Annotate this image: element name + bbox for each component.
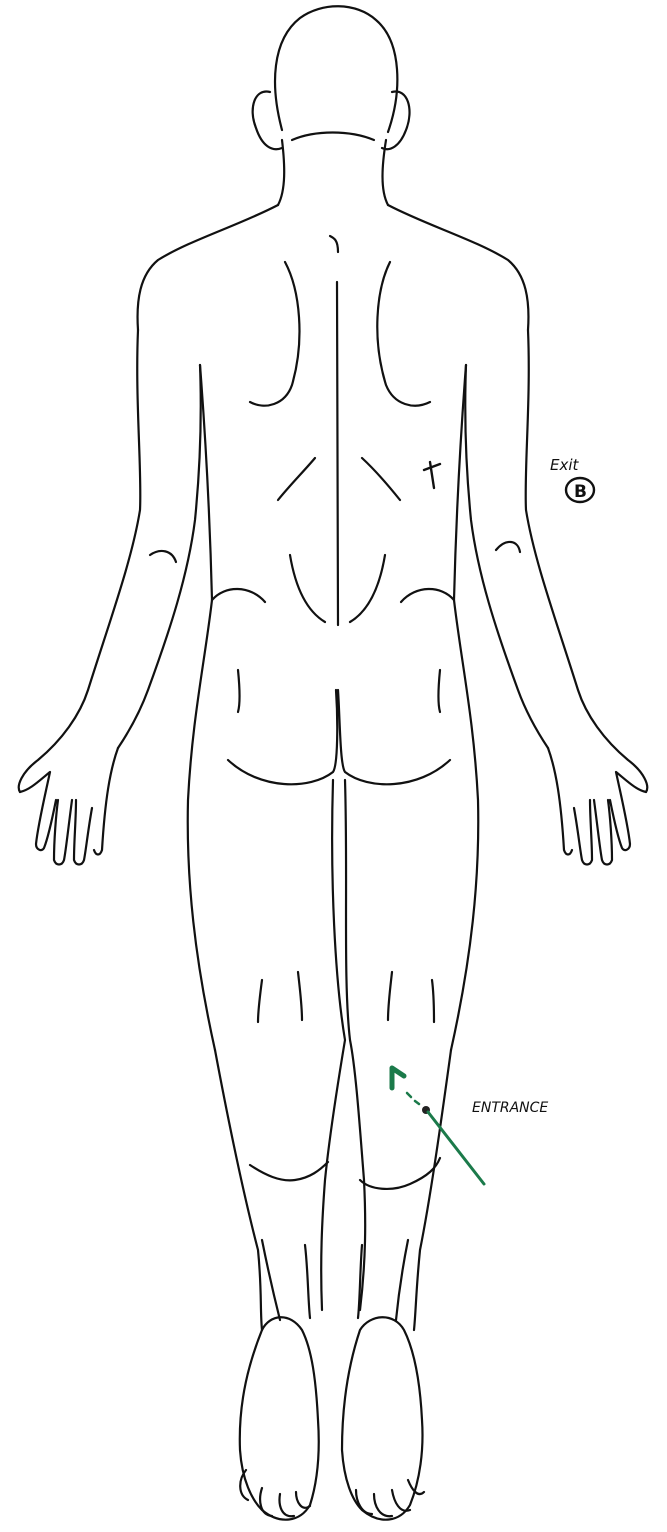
right-leg-inner (345, 780, 365, 1310)
left-scapula (250, 262, 299, 406)
right-shoulder (388, 205, 528, 330)
left-knee-mark-1 (258, 980, 262, 1022)
right-scapula (377, 262, 430, 406)
left-leg-outer (215, 1050, 262, 1330)
torso-left-side (188, 365, 215, 1050)
left-hand (20, 748, 118, 865)
right-arm-outer (526, 330, 648, 792)
left-foot (240, 1317, 319, 1519)
left-lat-line (278, 458, 315, 500)
right-knee-mark-2 (432, 980, 434, 1022)
right-lat-line (362, 458, 400, 500)
head-outline (275, 6, 397, 132)
left-ear (253, 91, 282, 149)
left-hip-mark (238, 670, 240, 712)
torso-right-side (451, 365, 478, 1050)
exit-label: Exit (550, 456, 580, 474)
right-hand (548, 748, 646, 865)
entrance-label: ENTRANCE (472, 1100, 548, 1116)
right-knee-mark-1 (388, 972, 392, 1020)
neck-vertebra-mark (330, 236, 338, 252)
right-leg-outer (414, 1050, 451, 1330)
spine-line (337, 282, 338, 625)
entrance-arrow (392, 1068, 404, 1088)
left-calf-mark (250, 1162, 328, 1180)
right-calf-mark (360, 1158, 440, 1189)
right-waist (401, 589, 454, 602)
left-achilles (262, 1240, 310, 1320)
right-foot (342, 1317, 423, 1519)
right-toes (356, 1480, 424, 1516)
right-hip-mark (439, 670, 441, 712)
right-lower-back (350, 555, 385, 622)
left-elbow-mark (150, 551, 176, 562)
left-shoulder (138, 205, 278, 330)
left-arm-outer (19, 330, 141, 792)
buttock-crease (228, 690, 450, 784)
left-knee-mark-2 (298, 972, 302, 1020)
entrance-dashes (407, 1093, 419, 1104)
left-waist (212, 589, 265, 602)
exit-wound-marker (424, 462, 440, 488)
neck-back-line (292, 133, 374, 141)
exit-marker-letter: B (574, 482, 587, 502)
left-lower-back (290, 555, 325, 622)
left-leg-inner (321, 780, 345, 1310)
right-elbow-mark (496, 542, 520, 552)
